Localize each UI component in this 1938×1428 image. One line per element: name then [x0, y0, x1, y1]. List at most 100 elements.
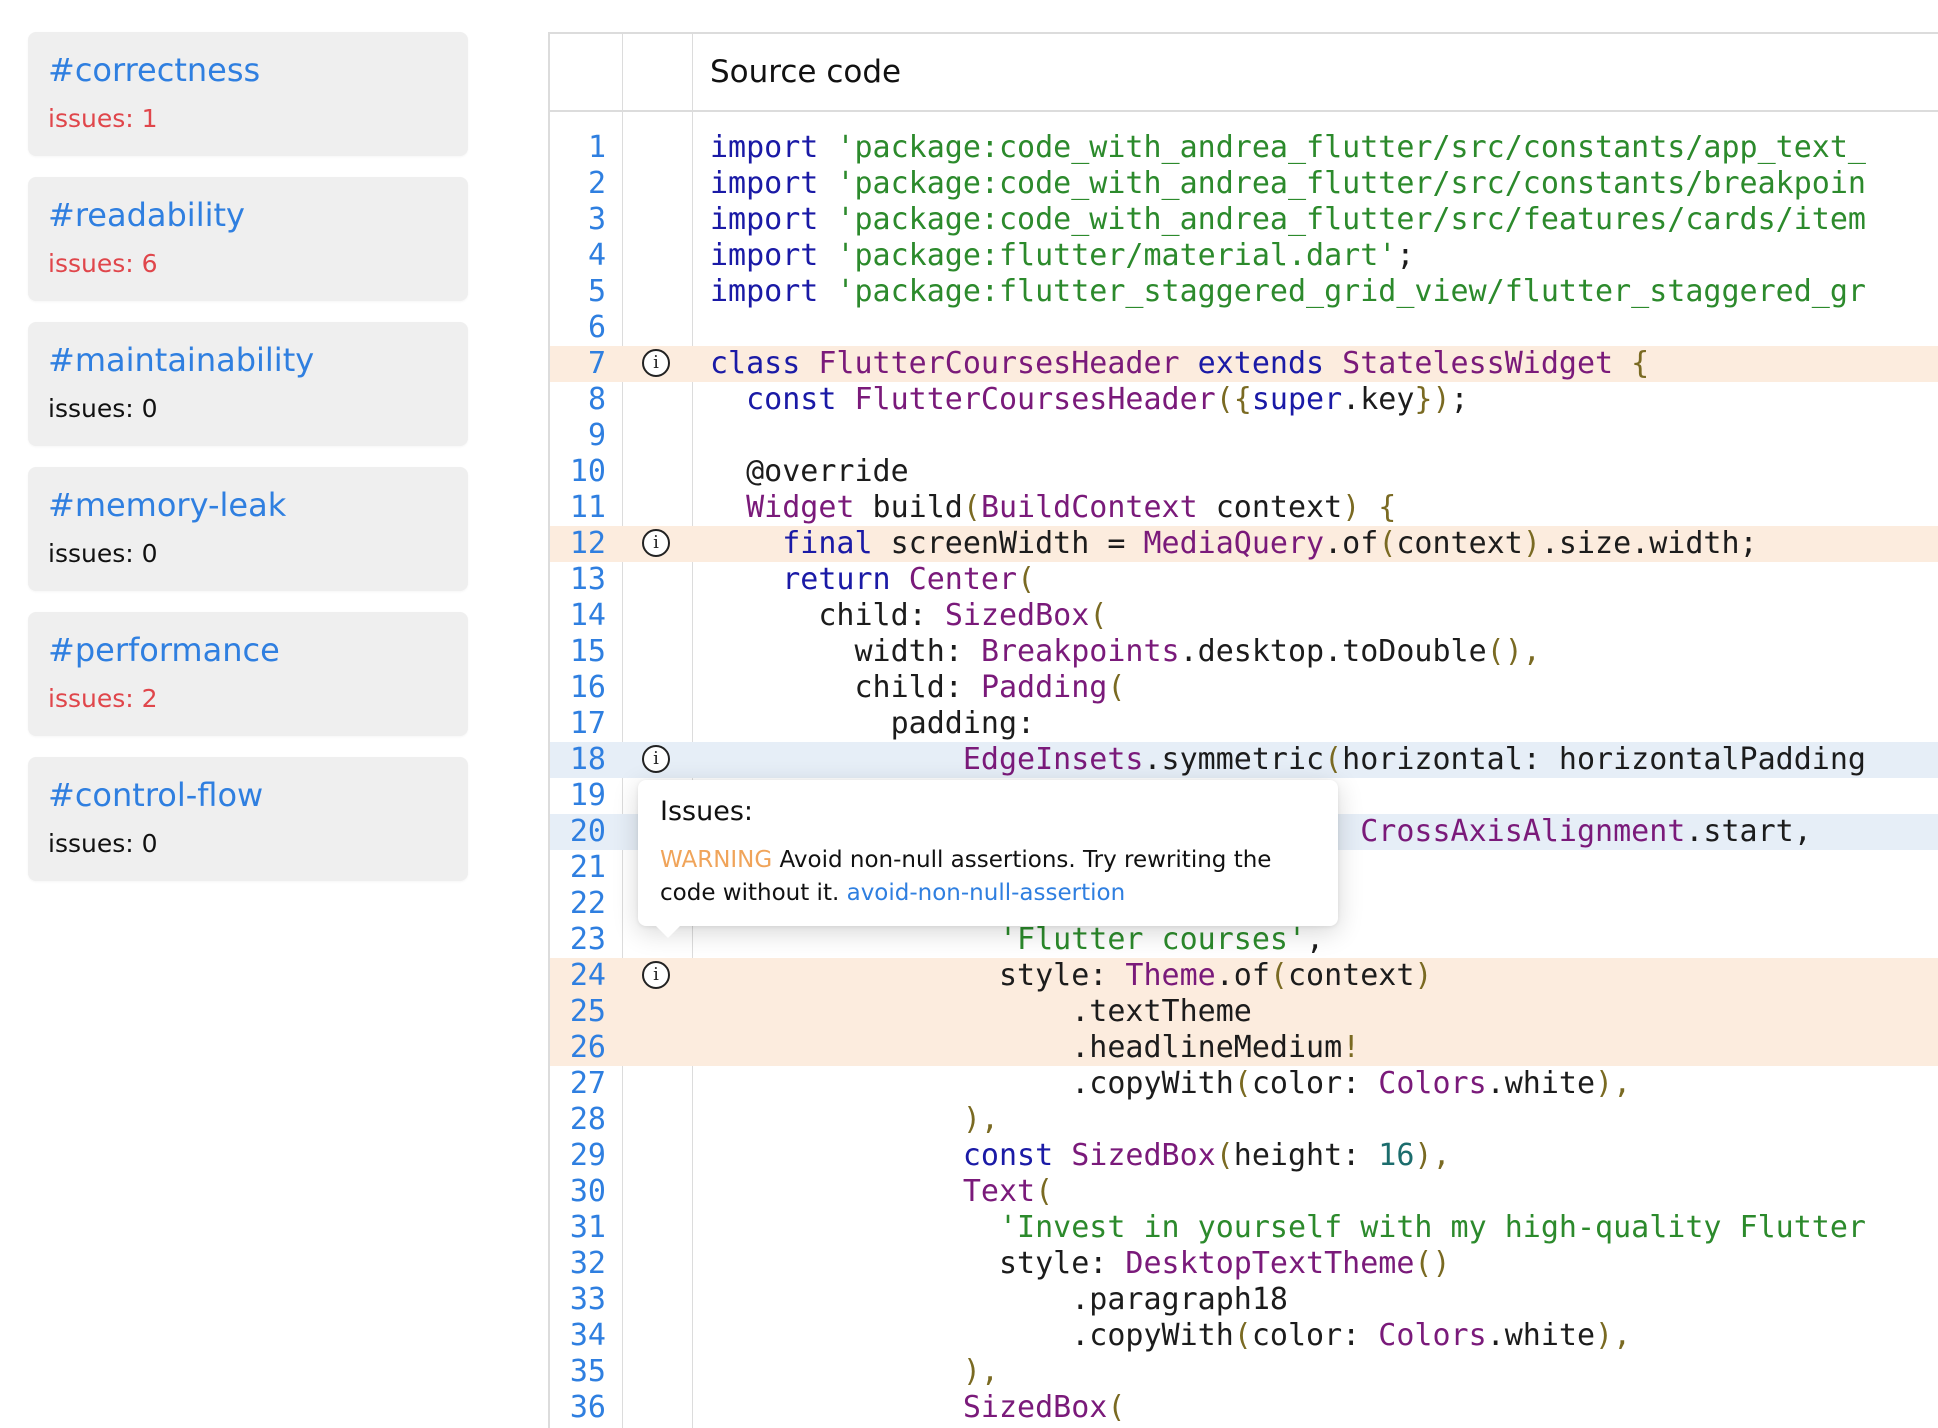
line-number[interactable]: 8	[587, 382, 606, 417]
code-token: FlutterCoursesHeader	[818, 346, 1180, 381]
code-token: (	[1107, 670, 1126, 705]
code-token: ),	[1595, 1066, 1632, 1101]
code-text: import 'package:code_with_andrea_flutter…	[710, 130, 1866, 166]
line-number[interactable]: 11	[569, 490, 606, 525]
code-token: StatelessWidget	[1342, 346, 1614, 381]
code-token: Center	[908, 562, 1018, 597]
info-circle-icon[interactable]: i	[642, 745, 670, 773]
tooltip-title: Issues:	[660, 796, 753, 827]
line-number[interactable]: 31	[569, 1210, 606, 1245]
line-number[interactable]: 6	[587, 310, 606, 345]
category-link[interactable]: #control-flow	[48, 776, 264, 814]
info-circle-icon[interactable]: i	[642, 529, 670, 557]
line-number[interactable]: 1	[587, 130, 606, 165]
code-token: ),	[1414, 1138, 1451, 1173]
category-link[interactable]: #correctness	[48, 51, 261, 89]
code-token: (	[1215, 1138, 1234, 1173]
code-token: import	[710, 166, 837, 201]
code-token: horizontal: horizontalPadding	[1342, 742, 1866, 777]
code-text: import 'package:flutter_staggered_grid_v…	[710, 274, 1866, 310]
category-link[interactable]: #readability	[48, 196, 245, 234]
line-number[interactable]: 15	[569, 634, 606, 669]
gutter-separator-right	[692, 34, 693, 1428]
line-number[interactable]: 25	[569, 994, 606, 1029]
line-number[interactable]: 19	[569, 778, 606, 813]
code-line: 17 padding:	[550, 706, 1938, 742]
line-number[interactable]: 18	[569, 742, 606, 777]
issues-count: 0	[141, 394, 158, 423]
category-link[interactable]: #memory-leak	[48, 486, 287, 524]
issue-level-label: WARNING	[660, 847, 773, 873]
code-token: .size.width;	[1540, 526, 1758, 561]
line-number[interactable]: 17	[569, 706, 606, 741]
line-number[interactable]: 9	[587, 418, 606, 453]
code-token: Colors	[1378, 1066, 1487, 1101]
line-number[interactable]: 23	[569, 922, 606, 957]
code-line: 29 const SizedBox(height: 16),	[550, 1138, 1938, 1174]
line-number[interactable]: 27	[569, 1066, 606, 1101]
code-token: padding:	[710, 706, 1036, 741]
line-number[interactable]: 14	[569, 598, 606, 633]
info-circle-icon[interactable]: i	[642, 961, 670, 989]
line-number[interactable]: 10	[569, 454, 606, 489]
line-number[interactable]: 21	[569, 850, 606, 885]
code-token: return	[710, 562, 909, 597]
code-text: const FlutterCoursesHeader({super.key});	[710, 382, 1469, 418]
code-text: padding:	[710, 706, 1036, 742]
line-number[interactable]: 33	[569, 1282, 606, 1317]
source-header-row: Source code	[550, 34, 1938, 112]
code-token: .of	[1324, 526, 1379, 561]
issue-rule-link[interactable]: avoid-non-null-assertion	[846, 880, 1126, 906]
line-number[interactable]: 3	[587, 202, 606, 237]
line-number[interactable]: 26	[569, 1030, 606, 1065]
line-number[interactable]: 12	[569, 526, 606, 561]
line-number[interactable]: 32	[569, 1246, 606, 1281]
line-number[interactable]: 30	[569, 1174, 606, 1209]
code-line: 33 .paragraph18	[550, 1282, 1938, 1318]
category-link[interactable]: #performance	[48, 631, 280, 669]
category-card[interactable]: #performance issues: 2	[28, 612, 468, 736]
code-token: Padding	[980, 670, 1108, 705]
line-number[interactable]: 16	[569, 670, 606, 705]
code-text: Text(	[710, 1174, 1053, 1210]
code-text: Widget build(BuildContext context) {	[710, 490, 1396, 526]
line-number[interactable]: 34	[569, 1318, 606, 1353]
code-token: 'package:flutter_staggered_grid_view/flu…	[836, 274, 1866, 309]
info-circle-icon[interactable]: i	[642, 349, 670, 377]
line-number[interactable]: 5	[587, 274, 606, 309]
source-code-viewer: Source code 1 import 'package:code_with_a…	[548, 32, 1938, 1428]
code-text: import 'package:flutter/material.dart';	[710, 238, 1414, 274]
code-line: 35 ),	[550, 1354, 1938, 1390]
line-number[interactable]: 4	[587, 238, 606, 273]
code-token: 'package:code_with_andrea_flutter/src/co…	[836, 130, 1866, 165]
line-number[interactable]: 36	[569, 1390, 606, 1425]
line-number[interactable]: 22	[569, 886, 606, 921]
code-token: 'Flutter courses'	[710, 922, 1307, 957]
code-token: .paragraph18	[710, 1282, 1288, 1317]
line-number[interactable]: 2	[587, 166, 606, 201]
category-link[interactable]: #maintainability	[48, 341, 315, 379]
line-number[interactable]: 28	[569, 1102, 606, 1137]
code-token: color:	[1251, 1318, 1379, 1353]
code-token: screenWidth =	[890, 526, 1144, 561]
code-token: SizedBox	[710, 1390, 1108, 1425]
code-token: child:	[710, 598, 945, 633]
line-number[interactable]: 24	[569, 958, 606, 993]
line-number[interactable]: 13	[569, 562, 606, 597]
line-number[interactable]: 7	[587, 346, 606, 381]
line-number[interactable]: 35	[569, 1354, 606, 1389]
line-number[interactable]: 29	[569, 1138, 606, 1173]
code-token: 'Invest in yourself with my high-quality…	[710, 1210, 1866, 1245]
category-issue-count: issues: 2	[48, 683, 448, 715]
line-number[interactable]: 20	[569, 814, 606, 849]
code-token: (	[1378, 526, 1397, 561]
code-token: )	[1522, 526, 1541, 561]
